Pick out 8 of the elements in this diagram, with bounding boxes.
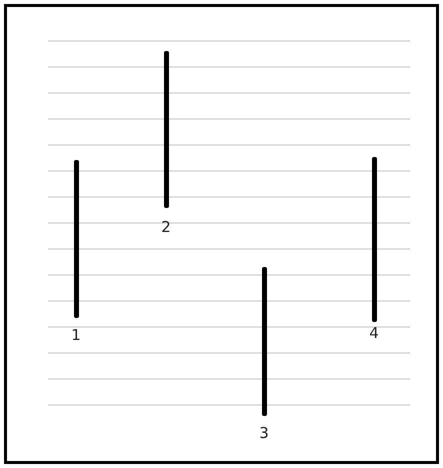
- bar-number: 3: [259, 425, 269, 441]
- vertical-bar: [372, 157, 376, 322]
- bar-number: 4: [369, 325, 379, 341]
- bar-number: 1: [71, 327, 81, 343]
- bar-number: 2: [161, 219, 171, 235]
- vertical-bar: [262, 267, 266, 416]
- vertical-bar: [164, 51, 168, 208]
- vertical-bar: [74, 160, 78, 318]
